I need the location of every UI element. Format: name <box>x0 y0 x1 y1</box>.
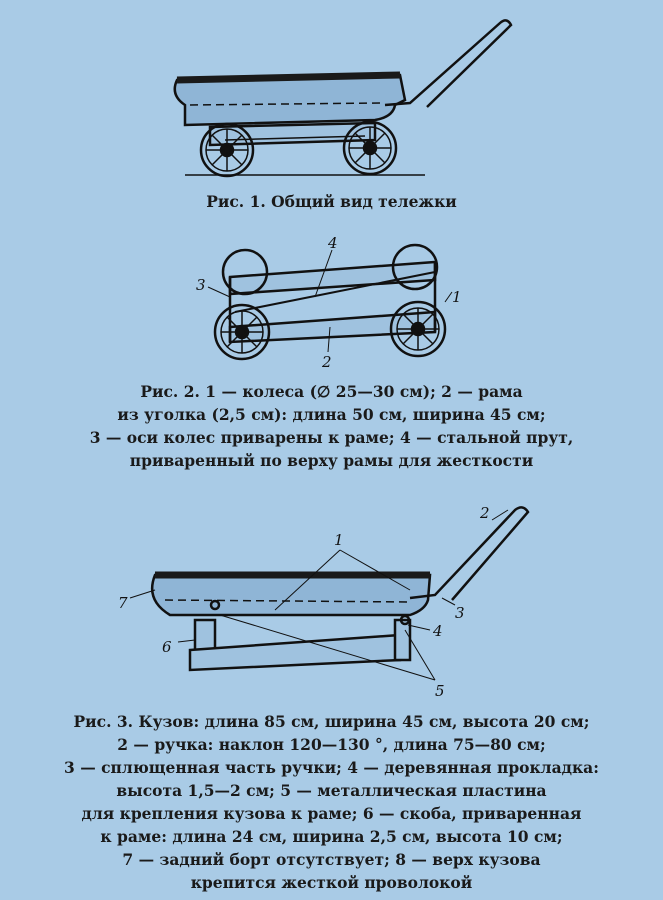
figure-2-frame-diagram: 4 3 1 2 <box>196 234 462 371</box>
figure-3-body-diagram: 1 2 3 4 5 6 7 <box>118 504 530 700</box>
figure-3-caption: Рис. 3. Кузов: длина 85 см, ширина 45 см… <box>0 710 663 894</box>
fig2-caption-line: из уголка (2,5 см): длина 50 см, ширина … <box>117 405 546 424</box>
fig2-label-4: 4 <box>327 234 338 252</box>
fig3-caption-line: к раме: длина 24 см, ширина 2,5 см, высо… <box>100 827 563 846</box>
fig3-caption-line: Рис. 3. Кузов: длина 85 см, ширина 45 см… <box>73 712 590 731</box>
fig2-label-3: 3 <box>196 276 206 294</box>
figure-2-caption: Рис. 2. 1 — колеса (∅ 25—30 см); 2 — рам… <box>0 380 663 472</box>
fig3-label-2: 2 <box>479 504 490 522</box>
figure-1-cart-illustration <box>173 19 513 178</box>
fig2-caption-line: Рис. 2. 1 — колеса (∅ 25—30 см); 2 — рам… <box>140 382 523 401</box>
fig3-caption-line: 3 — сплющенная часть ручки; 4 — деревянн… <box>64 758 599 777</box>
fig2-label-2: 2 <box>321 353 332 371</box>
fig3-label-1: 1 <box>334 531 344 549</box>
fig2-label-1: 1 <box>452 288 462 306</box>
fig3-label-4: 4 <box>432 622 443 640</box>
fig3-caption-line: высота 1,5—2 см; 5 — металлическая пласт… <box>116 781 547 800</box>
fig2-caption-line: приваренный по верху рамы для жесткости <box>129 451 534 470</box>
figure-1-caption: Рис. 1. Общий вид тележки <box>206 192 457 211</box>
fig3-caption-line: 7 — задний борт отсутствует; 8 — верх ку… <box>122 850 541 869</box>
fig3-caption-line: крепится жесткой проволокой <box>190 873 473 892</box>
fig3-label-7: 7 <box>118 594 128 612</box>
fig3-caption-line: 2 — ручка: наклон 120—130 °, длина 75—80… <box>117 735 546 754</box>
fig3-label-3: 3 <box>455 604 465 622</box>
fig3-label-6: 6 <box>162 638 172 656</box>
fig3-caption-line: для крепления кузова к раме; 6 — скоба, … <box>81 804 582 823</box>
fig3-label-5: 5 <box>435 682 445 700</box>
fig2-caption-line: 3 — оси колес приварены к раме; 4 — стал… <box>89 428 574 447</box>
